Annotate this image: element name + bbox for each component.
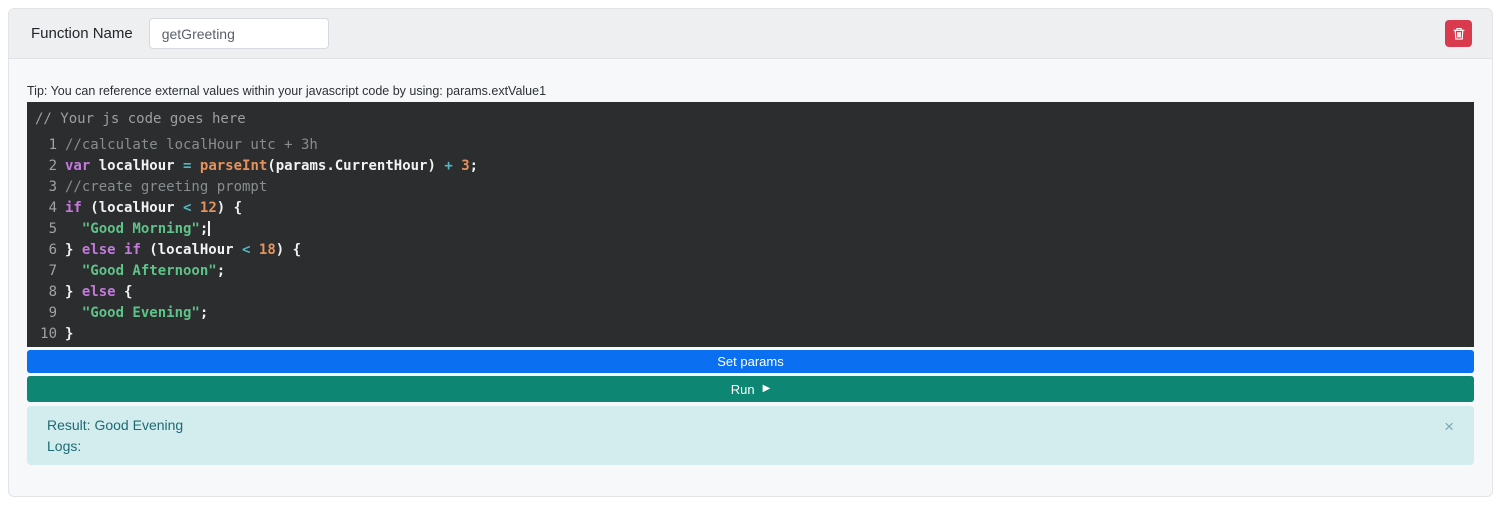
- result-panel: Result: Good Evening Logs: ×: [27, 406, 1474, 465]
- close-icon[interactable]: ×: [1444, 417, 1454, 436]
- code-line: 10}: [35, 324, 1466, 345]
- line-number: 6: [48, 242, 57, 258]
- code-line: 7 "Good Afternoon";: [35, 261, 1466, 282]
- code-line: 3//create greeting prompt: [35, 177, 1466, 198]
- code-line: 5 "Good Morning";: [35, 219, 1466, 240]
- set-params-label: Set params: [717, 354, 784, 369]
- line-number: 4: [48, 200, 57, 216]
- line-number: 8: [48, 284, 57, 300]
- code-editor[interactable]: // Your js code goes here 1//calculate l…: [27, 102, 1474, 347]
- code-line: 9 "Good Evening";: [35, 303, 1466, 324]
- line-number: 1: [48, 137, 57, 153]
- editor-placeholder-comment: // Your js code goes here: [35, 111, 246, 127]
- line-number: 3: [48, 179, 57, 195]
- card-body: Tip: You can reference external values w…: [9, 84, 1492, 495]
- run-button[interactable]: Run ▶: [27, 376, 1474, 402]
- line-number: 10: [40, 326, 57, 342]
- line-number: 7: [48, 263, 57, 279]
- line-number: 9: [48, 305, 57, 321]
- function-card: Function Name Tip: You can reference ext…: [8, 8, 1493, 497]
- code-line: 6} else if (localHour < 18) {: [35, 240, 1466, 261]
- delete-function-button[interactable]: [1445, 20, 1472, 47]
- logs-line: Logs:: [47, 438, 82, 454]
- tip-text: Tip: You can reference external values w…: [27, 84, 547, 98]
- code-line: 1//calculate localHour utc + 3h: [35, 135, 1466, 156]
- text-cursor: [208, 220, 211, 236]
- line-number: 5: [48, 221, 57, 237]
- trash-icon: [1452, 26, 1466, 41]
- result-line: Result: Good Evening: [47, 417, 184, 433]
- set-params-button[interactable]: Set params: [27, 350, 1474, 373]
- function-name-input[interactable]: [148, 18, 329, 49]
- function-name-label: Function Name: [31, 25, 133, 42]
- play-icon: ▶: [762, 383, 771, 394]
- result-lines: Result: Good Evening Logs:: [47, 415, 183, 457]
- line-number: 2: [48, 158, 57, 174]
- card-header: Function Name: [9, 9, 1492, 59]
- run-label: Run: [730, 381, 755, 397]
- code-line: 8} else {: [35, 282, 1466, 303]
